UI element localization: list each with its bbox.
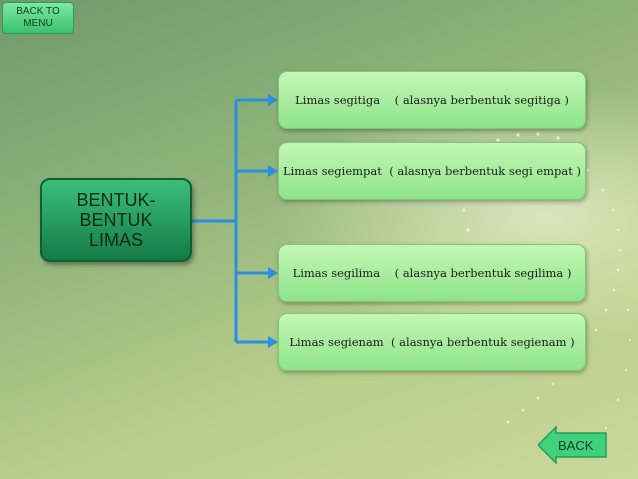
node-label: Limas segilima ( alasnya berbentuk segil… — [292, 266, 572, 280]
node-limas-segitiga[interactable]: Limas segitiga ( alasnya berbentuk segit… — [278, 71, 586, 129]
node-limas-segilima[interactable]: Limas segilima ( alasnya berbentuk segil… — [278, 244, 586, 302]
back-button-label: BACK — [558, 438, 594, 453]
arrow-icon — [268, 165, 278, 177]
node-label: Limas segienam ( alasnya berbentuk segie… — [289, 335, 575, 349]
node-limas-segiempat[interactable]: Limas segiempat ( alasnya berbentuk segi… — [278, 142, 586, 200]
root-node-label: BENTUK-BENTUK LIMAS — [76, 190, 156, 250]
arrow-icon — [268, 336, 278, 348]
arrow-icon — [268, 267, 278, 279]
arrow-icon — [268, 94, 278, 106]
back-to-menu-label: BACK TO MENU — [16, 6, 60, 29]
back-button[interactable] — [538, 425, 608, 465]
back-to-menu-button[interactable]: BACK TO MENU — [2, 2, 74, 34]
node-label: Limas segiempat ( alasnya berbentuk segi… — [282, 164, 582, 178]
root-node[interactable]: BENTUK-BENTUK LIMAS — [40, 178, 192, 262]
node-label: Limas segitiga ( alasnya berbentuk segit… — [295, 93, 569, 107]
node-limas-segienam[interactable]: Limas segienam ( alasnya berbentuk segie… — [278, 313, 586, 371]
